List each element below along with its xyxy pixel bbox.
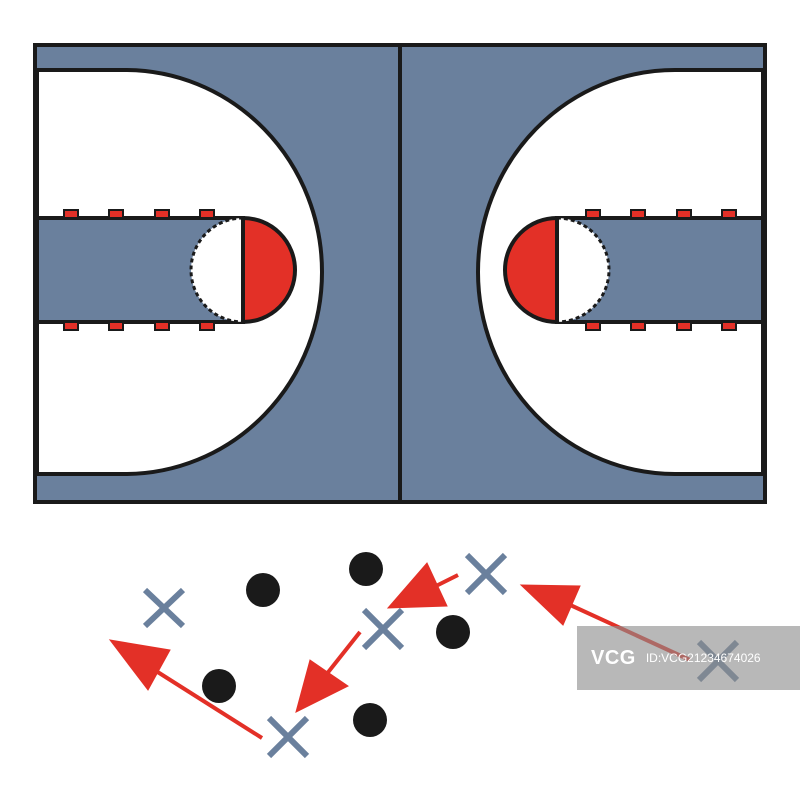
hash-mark xyxy=(676,321,692,331)
pass-arrow xyxy=(143,662,264,740)
pass-arrow-head xyxy=(386,562,448,609)
offense-x-marker xyxy=(361,607,405,651)
defense-players xyxy=(202,552,470,737)
offense-x-marker xyxy=(464,552,508,596)
pass-arrow-head xyxy=(295,659,349,713)
offense-x-marker xyxy=(142,587,186,629)
hash-mark xyxy=(199,209,215,219)
hash-mark xyxy=(154,321,170,331)
hash-mark xyxy=(108,209,124,219)
hash-mark xyxy=(585,321,601,331)
defender-dot xyxy=(202,669,236,703)
defender-dot xyxy=(246,573,280,607)
watermark-id: ID:VCG21234674026 xyxy=(645,651,761,665)
offense-x-marker xyxy=(266,715,310,759)
right-lane-hash-marks xyxy=(585,209,737,331)
left-lane-hash-marks xyxy=(63,209,215,331)
hash-mark xyxy=(63,209,79,219)
hash-mark xyxy=(108,321,124,331)
watermark-logo: VCG xyxy=(591,646,636,669)
left-key-dashed-circle xyxy=(189,216,244,324)
basketball-court xyxy=(33,43,767,504)
watermark: VCG ID:VCG21234674026 xyxy=(577,626,800,690)
right-key-dashed-circle xyxy=(556,216,611,324)
right-free-throw-circle xyxy=(503,215,559,325)
cut-arrow-head xyxy=(519,584,581,626)
hash-mark xyxy=(721,209,737,219)
defender-dot xyxy=(349,552,383,586)
hash-mark xyxy=(630,209,646,219)
hash-mark xyxy=(63,321,79,331)
defender-dot xyxy=(353,703,387,737)
hash-mark xyxy=(585,209,601,219)
hash-mark xyxy=(721,321,737,331)
defender-dot xyxy=(436,615,470,649)
hash-mark xyxy=(676,209,692,219)
hash-mark xyxy=(199,321,215,331)
hash-mark xyxy=(154,209,170,219)
left-free-throw-circle xyxy=(241,215,297,325)
pass-arrow-head xyxy=(108,639,171,691)
hash-mark xyxy=(630,321,646,331)
